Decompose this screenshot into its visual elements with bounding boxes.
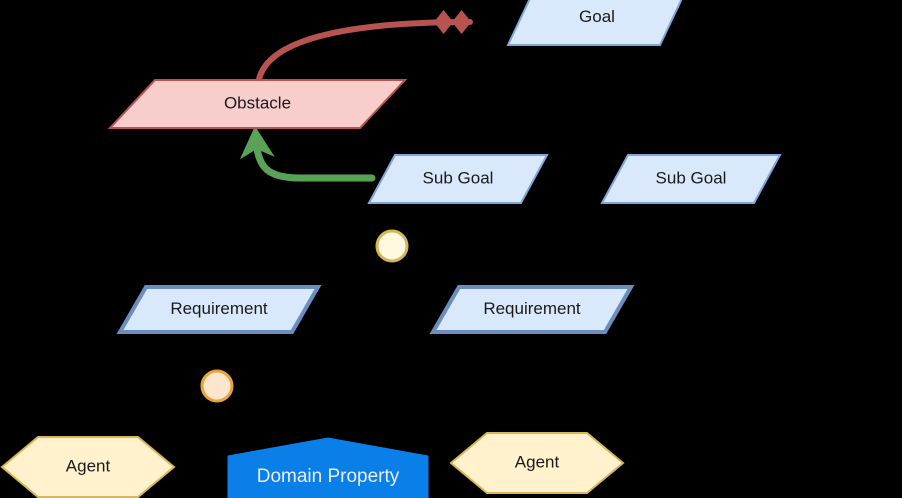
node-goal[interactable]: Goal: [506, 0, 686, 46]
junction-refinement-junction-lower[interactable]: [200, 369, 234, 403]
node-shape-subgoal-right[interactable]: [600, 154, 782, 204]
node-shape-agent-right[interactable]: [449, 432, 625, 494]
node-label-domain-property: Domain Property: [257, 466, 400, 487]
node-agent-right[interactable]: Agent: [449, 432, 625, 494]
junctions-layer: [200, 229, 409, 403]
node-label-requirement-left: Requirement: [170, 299, 268, 318]
node-label-goal: Goal: [579, 7, 615, 26]
node-requirement-right[interactable]: Requirement: [429, 285, 635, 334]
node-obstacle[interactable]: Obstacle: [107, 79, 408, 129]
junction-refinement-junction-upper[interactable]: [375, 229, 409, 263]
node-shape-agent-left[interactable]: [0, 436, 176, 498]
node-label-obstacle: Obstacle: [224, 93, 291, 112]
edges-layer: [239, 10, 473, 182]
node-agent-left[interactable]: Agent: [0, 436, 176, 498]
node-shape-domain-property[interactable]: [227, 437, 429, 498]
node-label-subgoal-left: Sub Goal: [423, 168, 494, 187]
node-requirement-left[interactable]: Requirement: [116, 285, 322, 334]
node-subgoal-right[interactable]: Sub Goal: [600, 154, 782, 204]
node-label-subgoal-right: Sub Goal: [656, 168, 727, 187]
node-shape-obstacle[interactable]: [107, 79, 408, 129]
node-label-agent-right: Agent: [515, 452, 560, 471]
node-shape-goal[interactable]: [506, 0, 686, 46]
node-label-requirement-right: Requirement: [483, 299, 581, 318]
edge-resolution-edge[interactable]: [239, 126, 376, 182]
node-shape-requirement-left[interactable]: [116, 285, 322, 334]
node-shape-subgoal-left[interactable]: [367, 154, 549, 204]
edge-obstruction-edge[interactable]: [255, 10, 473, 91]
node-shape-requirement-right[interactable]: [429, 285, 635, 334]
node-subgoal-left[interactable]: Sub Goal: [367, 154, 549, 204]
node-domain-property[interactable]: Domain Property: [227, 437, 429, 498]
node-label-agent-left: Agent: [66, 456, 111, 475]
